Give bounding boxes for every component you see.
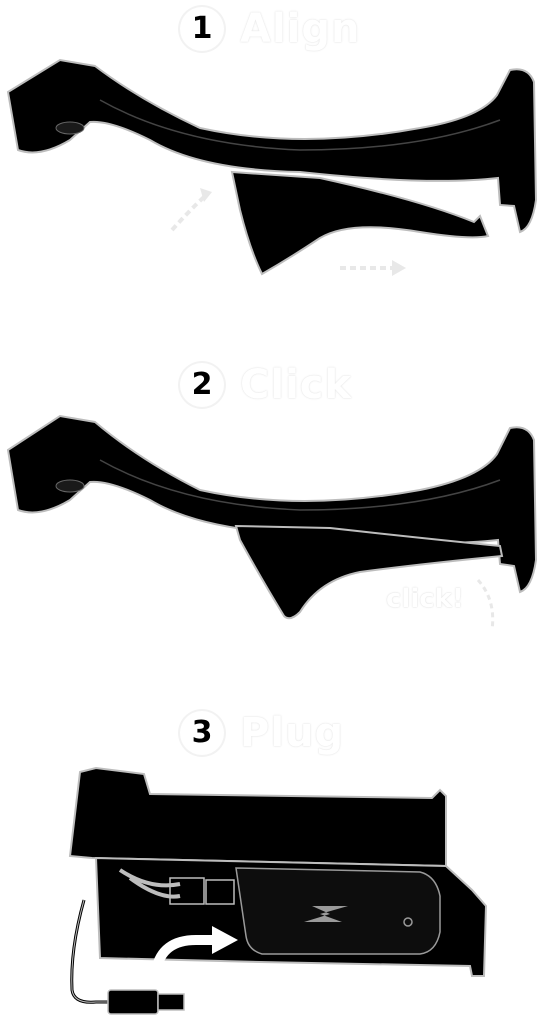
battery-pack xyxy=(235,867,441,955)
mount-with-battery-illustration xyxy=(68,766,488,1015)
step-3-header: 3 Plug xyxy=(0,708,540,758)
usb-plug xyxy=(107,989,159,1015)
bolt-logo-icon xyxy=(304,906,348,922)
insert-arrow-icon xyxy=(151,935,219,975)
usb-port xyxy=(169,877,205,905)
click-arrow-icon xyxy=(476,578,495,631)
mount-clip xyxy=(230,170,490,276)
step-2: 2 Click click! xyxy=(0,350,540,650)
step-1-header: 1 Align xyxy=(0,4,540,54)
step-1-number: 1 xyxy=(180,7,224,51)
click-hint: click! xyxy=(386,584,464,614)
step-3-number: 3 xyxy=(180,711,224,755)
step-3-title: Plug xyxy=(240,710,345,756)
step-3: 3 Plug xyxy=(0,700,540,1024)
step-1: 1 Align xyxy=(0,0,540,300)
mount-arm xyxy=(6,58,538,234)
mount-clip xyxy=(234,524,504,620)
handlebar-mount-clicked-illustration xyxy=(6,414,538,631)
step-2-title: Click xyxy=(240,362,353,408)
handlebar-mount-illustration xyxy=(6,58,538,276)
mount-housing xyxy=(68,766,447,868)
mount-arm xyxy=(6,414,538,594)
step-2-number: 2 xyxy=(180,363,224,407)
step-2-header: 2 Click xyxy=(0,360,540,410)
up-arrow-icon xyxy=(170,194,207,232)
step-1-title: Align xyxy=(240,6,361,52)
